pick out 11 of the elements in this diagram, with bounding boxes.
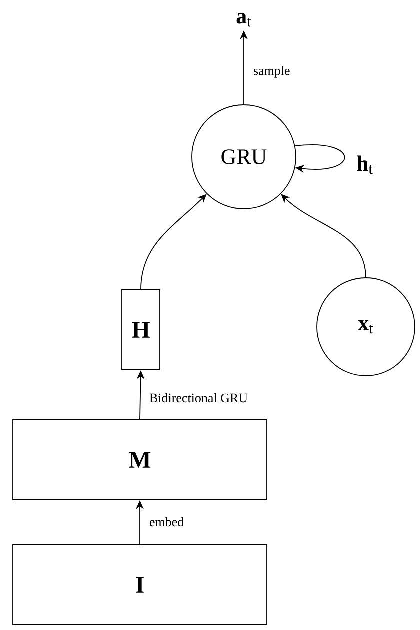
output-label: a$_{t}$: [236, 13, 252, 27]
hidden-box: H: [122, 290, 160, 370]
arrow: [281, 194, 366, 278]
edge-label: Bidirectional GRU: [150, 393, 248, 403]
edge-label: sample: [254, 66, 290, 78]
arrow: [294, 144, 346, 174]
memory-box: M: [12, 420, 268, 500]
edge-label: h$_{t}$: [357, 156, 373, 174]
edge-label: embed: [150, 517, 184, 527]
input-box: I: [12, 544, 268, 626]
arrow: [140, 194, 207, 290]
